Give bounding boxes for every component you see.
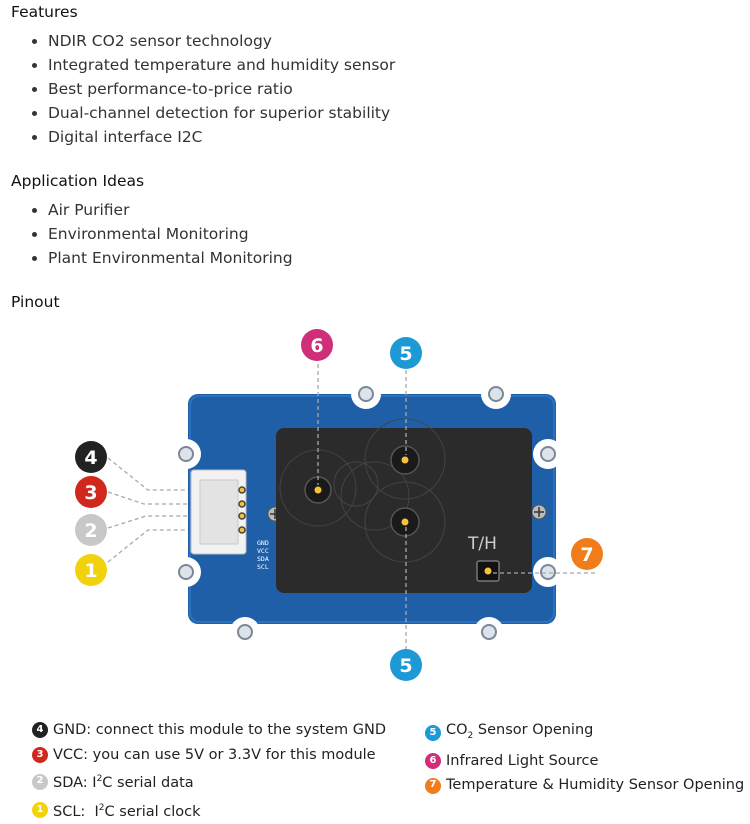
svg-text:3: 3 xyxy=(84,482,97,504)
legend-label: Temperature & Humidity Sensor Opening xyxy=(446,777,745,794)
legend-label: VCC: you can use 5V or 3.3V for this mod… xyxy=(53,746,376,763)
legend-item-co2-opening: 5 CO2 Sensor Opening xyxy=(425,718,744,749)
callout-guide-lines xyxy=(317,364,595,650)
pin-label-gnd: GND xyxy=(257,539,269,547)
callout-5-bottom-badge: 5 xyxy=(390,649,422,681)
legend-right: 5 CO2 Sensor Opening 6 Infrared Light So… xyxy=(425,718,744,798)
badge-2: 2 xyxy=(32,773,48,790)
pin-label-vcc: VCC xyxy=(257,547,269,555)
svg-text:5: 5 xyxy=(399,655,412,677)
badge-1: 1 xyxy=(32,802,48,819)
legend-item-infrared-source: 6 Infrared Light Source xyxy=(425,749,744,774)
legend-label: GND: connect this module to the system G… xyxy=(53,722,387,738)
list-item: Dual-channel detection for superior stab… xyxy=(26,101,395,125)
list-item: Integrated temperature and humidity sens… xyxy=(26,53,395,77)
callout-4-badge: 4 xyxy=(75,441,107,473)
callout-badges: 4 3 2 1 5 5 6 7 xyxy=(75,329,603,681)
list-item: Best performance-to-price ratio xyxy=(26,77,395,101)
legend-left: 4 GND: connect this module to the system… xyxy=(32,718,386,824)
badge-5: 5 xyxy=(425,725,441,742)
pin-label-scl: SCL xyxy=(257,563,269,571)
callout-1-badge: 1 xyxy=(75,554,107,586)
co2-sensor-module: T/H xyxy=(276,418,532,593)
legend-item-th-opening: 7 Temperature & Humidity Sensor Opening xyxy=(425,773,744,798)
list-item: Digital interface I2C xyxy=(26,125,395,149)
legend-item-scl: 1 SCL: I2C serial clock xyxy=(32,796,386,824)
grove-connector xyxy=(190,469,247,555)
legend-item-sda: 2 SDA: I2C serial data xyxy=(32,767,386,796)
list-item: Plant Environmental Monitoring xyxy=(26,246,293,270)
list-item: Environmental Monitoring xyxy=(26,222,293,246)
badge-3: 3 xyxy=(32,747,48,764)
svg-text:1: 1 xyxy=(84,560,97,582)
list-item: Air Purifier xyxy=(26,198,293,222)
callout-6-badge: 6 xyxy=(301,329,333,361)
features-list: NDIR CO2 sensor technology Integrated te… xyxy=(26,29,395,149)
badge-4: 4 xyxy=(32,722,48,739)
callout-7-badge: 7 xyxy=(571,538,603,570)
list-item: NDIR CO2 sensor technology xyxy=(26,29,395,53)
application-ideas-list: Air Purifier Environmental Monitoring Pl… xyxy=(26,198,293,270)
svg-text:2: 2 xyxy=(84,520,97,542)
svg-text:5: 5 xyxy=(399,343,412,365)
callout-5-top-badge: 5 xyxy=(390,337,422,369)
callout-3-badge: 3 xyxy=(75,476,107,508)
legend-label: SCL: I2C serial clock xyxy=(53,802,201,820)
svg-text:6: 6 xyxy=(310,335,323,357)
pinout-heading: Pinout xyxy=(11,293,60,311)
features-heading: Features xyxy=(11,3,78,21)
callout-2-badge: 2 xyxy=(75,514,107,546)
badge-6: 6 xyxy=(425,752,441,769)
legend-label: CO2 Sensor Opening xyxy=(446,722,594,741)
svg-text:4: 4 xyxy=(84,447,97,469)
pin-label-sda: SDA xyxy=(257,555,269,563)
application-ideas-heading: Application Ideas xyxy=(11,172,145,190)
th-label: T/H xyxy=(467,534,497,554)
svg-text:7: 7 xyxy=(580,544,593,566)
badge-7: 7 xyxy=(425,777,441,794)
legend-label: SDA: I2C serial data xyxy=(53,774,194,792)
legend-item-vcc: 3 VCC: you can use 5V or 3.3V for this m… xyxy=(32,743,386,768)
legend-label: Infrared Light Source xyxy=(446,752,599,769)
legend-item-gnd: 4 GND: connect this module to the system… xyxy=(32,718,386,743)
pinout-diagram: GND VCC SDA SCL T/H xyxy=(75,329,603,681)
pin-labels: GND VCC SDA SCL xyxy=(257,539,269,571)
